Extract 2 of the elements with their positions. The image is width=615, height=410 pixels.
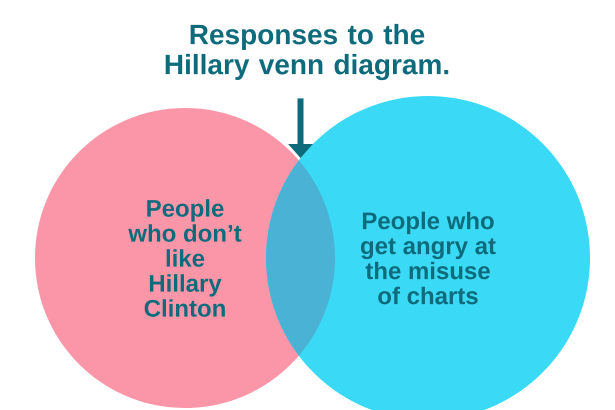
title-text: Responses to the Hillary venn diagram.	[166, 24, 448, 80]
overlap-region	[266, 160, 335, 356]
